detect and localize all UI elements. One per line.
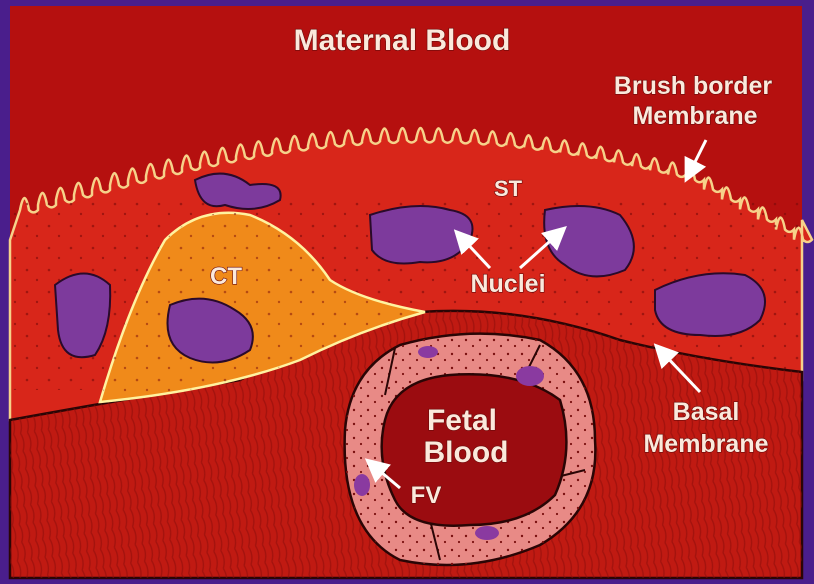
- endothelial-nucleus: [516, 366, 544, 386]
- label-maternal-blood: Maternal Blood: [294, 24, 511, 57]
- nucleus: [655, 273, 765, 336]
- label-fetal-2: Blood: [424, 436, 509, 469]
- label-st: ST: [494, 176, 523, 201]
- label-fetal-1: Fetal: [427, 404, 497, 437]
- endothelial-nucleus: [354, 474, 370, 496]
- label-basal-1: Basal: [673, 398, 740, 426]
- label-basal-2: Membrane: [643, 430, 768, 458]
- label-fv: FV: [411, 482, 442, 509]
- endothelial-nucleus: [475, 526, 499, 540]
- label-nuclei: Nuclei: [470, 270, 545, 298]
- nucleus: [370, 206, 473, 264]
- label-brush-border-1: Brush border: [614, 72, 773, 100]
- endothelial-nucleus: [418, 346, 438, 358]
- label-ct: CT: [210, 263, 242, 290]
- label-brush-border-2: Membrane: [632, 102, 757, 130]
